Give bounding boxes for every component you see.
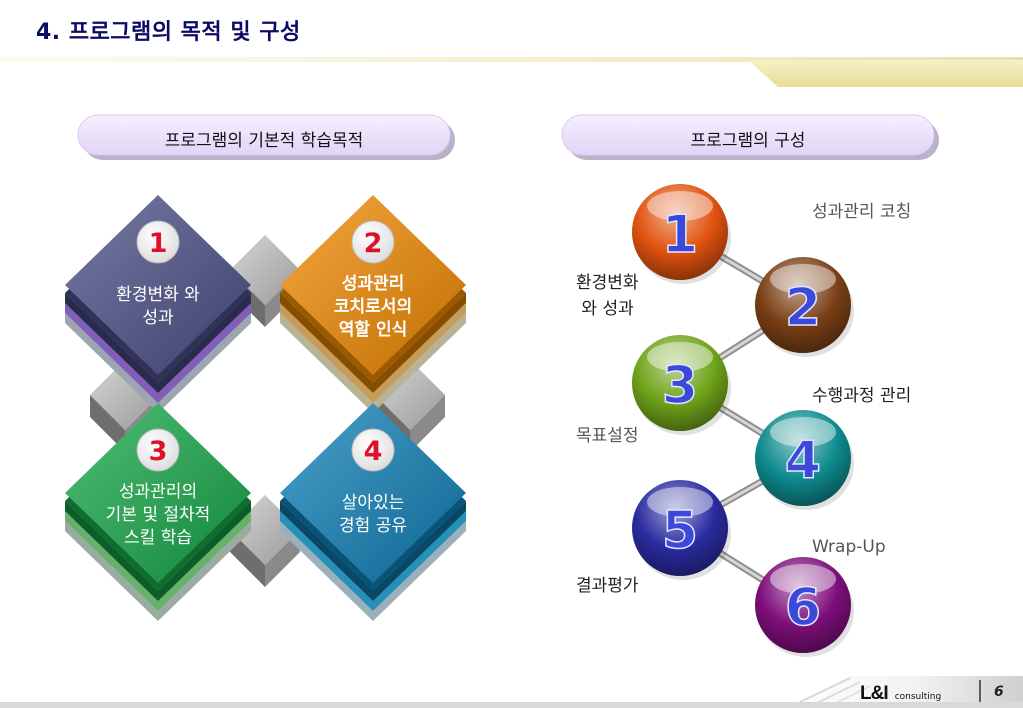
objective-block-face bbox=[65, 195, 251, 375]
step-sphere-4: 4 bbox=[755, 410, 854, 510]
sphere-highlight bbox=[770, 417, 836, 447]
step-number: 2 bbox=[785, 278, 821, 338]
sphere-highlight bbox=[770, 264, 836, 294]
step-sphere-6: 6 bbox=[755, 557, 854, 657]
page-title: 4. 프로그램의 목적 및 구성 bbox=[36, 20, 301, 45]
right-heading-label: 프로그램의 구성 bbox=[690, 131, 806, 151]
step-number: 1 bbox=[662, 205, 698, 265]
footer-bar bbox=[0, 676, 1023, 708]
step-number: 5 bbox=[662, 501, 698, 561]
left-heading-pill bbox=[77, 114, 455, 160]
step-number: 4 bbox=[785, 431, 821, 491]
step-number: 6 bbox=[785, 578, 821, 638]
step-number: 3 bbox=[662, 356, 698, 416]
objective-number-badge bbox=[136, 428, 180, 472]
objective-number-badge bbox=[136, 220, 180, 264]
composition-diagram: 1 2 3 4 5 6 bbox=[632, 184, 854, 657]
objectives-diagram: 1 2 3 4 bbox=[65, 195, 466, 621]
step-sphere-5: 5 bbox=[632, 480, 731, 580]
step-sphere-2: 2 bbox=[755, 257, 854, 357]
company-logo: L&I consulting bbox=[860, 683, 942, 704]
sphere-highlight bbox=[647, 191, 713, 221]
objective-number: 1 bbox=[149, 228, 168, 259]
step-label-6: Wrap-Up bbox=[812, 537, 886, 557]
objective-block-face bbox=[280, 403, 466, 583]
right-heading-pill bbox=[561, 114, 939, 160]
page-number: 6 bbox=[994, 684, 1004, 700]
logo-word: consulting bbox=[894, 692, 942, 702]
objective-number: 3 bbox=[149, 436, 168, 467]
objective-number: 2 bbox=[364, 228, 383, 259]
sphere-highlight bbox=[647, 487, 713, 517]
objective-block-face bbox=[65, 403, 251, 583]
sphere-highlight bbox=[770, 564, 836, 594]
step-label-4: 수행과정 관리 bbox=[812, 386, 912, 406]
objective-number: 4 bbox=[364, 436, 383, 467]
step-sphere-3: 3 bbox=[632, 335, 731, 435]
step-label-2: 성과관리 코칭 bbox=[812, 202, 912, 222]
objective-block-face bbox=[280, 195, 466, 375]
step-label-3: 목표설정 bbox=[576, 426, 639, 446]
header-rule bbox=[0, 57, 1023, 87]
step-sphere-1: 1 bbox=[632, 184, 731, 284]
logo-letters: L&I bbox=[860, 683, 889, 704]
sphere-highlight bbox=[647, 342, 713, 372]
objective-block-2: 2 bbox=[280, 195, 466, 413]
step-label-1: 환경변화 와 성과 bbox=[576, 273, 639, 319]
objective-number-badge bbox=[351, 428, 395, 472]
step-label-5: 결과평가 bbox=[576, 576, 639, 596]
left-heading-label: 프로그램의 기본적 학습목적 bbox=[164, 131, 364, 151]
objective-block-4: 4 bbox=[280, 403, 466, 621]
objective-block-1: 1 bbox=[65, 195, 251, 413]
objective-block-3: 3 bbox=[65, 403, 251, 621]
objective-number-badge bbox=[351, 220, 395, 264]
